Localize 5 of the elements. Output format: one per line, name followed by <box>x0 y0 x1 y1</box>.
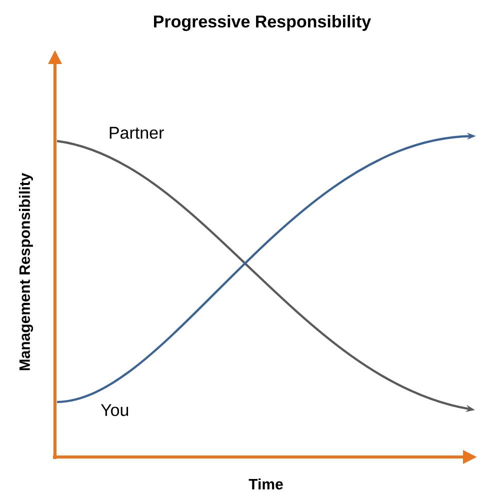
curve-label: Partner <box>110 126 164 139</box>
x-axis-label: Time <box>248 478 283 490</box>
title: Progressive Responsibility <box>154 15 371 31</box>
y-axis-label: Management Responsibility <box>18 172 34 370</box>
curve-label: You <box>100 404 128 416</box>
